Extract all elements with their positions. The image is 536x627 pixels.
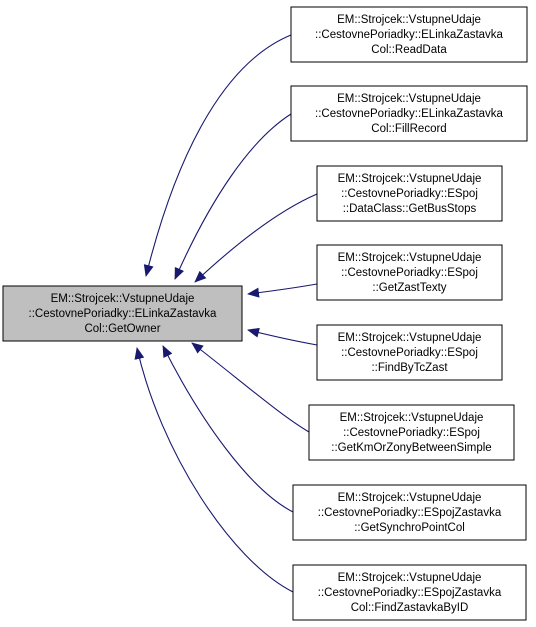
caller-node-readdata[interactable]: EM::Strojcek::VstupneUdaje ::CestovnePor…: [290, 6, 528, 63]
edge-line: [162, 345, 294, 513]
edge-line: [191, 342, 310, 433]
caller-node-fillrecord[interactable]: EM::Strojcek::VstupneUdaje ::CestovnePor…: [290, 85, 528, 142]
caller-node-box: [290, 6, 528, 63]
caller-label-line-2: ::CestovnePoriadky::ELinkaZastavka: [315, 29, 504, 41]
caller-node-box: [290, 85, 528, 142]
caller-label-line-1: EM::Strojcek::VstupneUdaje: [338, 252, 482, 264]
caller-node-box: [292, 484, 527, 541]
caller-node-findzastavkabyid[interactable]: EM::Strojcek::VstupneUdaje ::CestovnePor…: [292, 564, 527, 621]
edge-readdata: [143, 34, 292, 277]
edge-getbusstops: [194, 193, 318, 283]
caller-label-line-3: ::GetZastTexty: [372, 282, 446, 294]
caller-label-line-2: ::CestovnePoriadky::ESpojZastavka: [318, 507, 502, 519]
caller-label-line-1: EM::Strojcek::VstupneUdaje: [338, 492, 482, 504]
caller-label-line-1: EM::Strojcek::VstupneUdaje: [338, 572, 482, 584]
edge-getzasttexty: [247, 283, 318, 298]
focus-node-label-line-3: Col::GetOwner: [84, 323, 160, 335]
caller-node-box: [316, 244, 503, 301]
caller-node-getkmorzonybetweensimple[interactable]: EM::Strojcek::VstupneUdaje ::CestovnePor…: [308, 404, 515, 461]
caller-node-box: [316, 324, 503, 381]
caller-node-box: [316, 165, 503, 222]
focus-node[interactable]: EM::Strojcek::VstupneUdaje ::CestovnePor…: [2, 285, 243, 342]
caller-node-getzasttexty[interactable]: EM::Strojcek::VstupneUdaje ::CestovnePor…: [316, 244, 503, 301]
caller-label-line-1: EM::Strojcek::VstupneUdaje: [337, 14, 481, 26]
caller-label-line-2: ::CestovnePoriadky::ELinkaZastavka: [315, 108, 504, 120]
caller-label-line-3: ::GetKmOrZonyBetweenSimple: [331, 442, 491, 454]
edge-findbytczast: [247, 327, 318, 346]
edge-line: [143, 34, 292, 277]
caller-label-line-3: ::DataClass::GetBusStops: [343, 203, 477, 215]
edge-line: [174, 113, 292, 280]
caller-node-findbytczast[interactable]: EM::Strojcek::VstupneUdaje ::CestovnePor…: [316, 324, 503, 381]
edge-line: [194, 193, 318, 283]
call-edges: [134, 34, 318, 593]
edge-line: [247, 327, 318, 346]
focus-node-label-line-1: EM::Strojcek::VstupneUdaje: [51, 293, 195, 305]
caller-node-box: [308, 404, 515, 461]
focus-node-box: [2, 285, 243, 342]
caller-label-line-3: ::FindByTcZast: [371, 362, 448, 374]
caller-label-line-3: Col::FindZastavkaByID: [351, 602, 469, 614]
caller-label-line-3: Col::FillRecord: [371, 123, 446, 135]
caller-label-line-2: ::CestovnePoriadky::ESpoj: [341, 188, 478, 200]
edge-fillrecord: [174, 113, 292, 280]
caller-label-line-3: ::GetSynchroPointCol: [354, 522, 465, 534]
caller-label-line-1: EM::Strojcek::VstupneUdaje: [340, 412, 484, 424]
caller-label-line-1: EM::Strojcek::VstupneUdaje: [338, 173, 482, 185]
edge-findzastavkabyid: [134, 347, 294, 593]
edge-line: [247, 283, 318, 298]
caller-node-getbusstops[interactable]: EM::Strojcek::VstupneUdaje ::CestovnePor…: [316, 165, 503, 222]
caller-label-line-2: ::CestovnePoriadky::ESpoj: [341, 267, 478, 279]
caller-node-box: [292, 564, 527, 621]
caller-label-line-2: ::CestovnePoriadky::ESpojZastavka: [318, 587, 502, 599]
caller-node-getsynchropointcol[interactable]: EM::Strojcek::VstupneUdaje ::CestovnePor…: [292, 484, 527, 541]
edge-getsynchropoint: [162, 345, 294, 513]
edge-line: [134, 347, 294, 593]
caller-label-line-1: EM::Strojcek::VstupneUdaje: [338, 332, 482, 344]
caller-label-line-2: ::CestovnePoriadky::ESpoj: [343, 427, 480, 439]
caller-label-line-1: EM::Strojcek::VstupneUdaje: [337, 93, 481, 105]
caller-label-line-2: ::CestovnePoriadky::ESpoj: [341, 347, 478, 359]
focus-node-label-line-2: ::CestovnePoriadky::ELinkaZastavka: [29, 308, 218, 320]
caller-label-line-3: Col::ReadData: [371, 44, 447, 56]
edge-getkmorzony: [191, 342, 310, 433]
